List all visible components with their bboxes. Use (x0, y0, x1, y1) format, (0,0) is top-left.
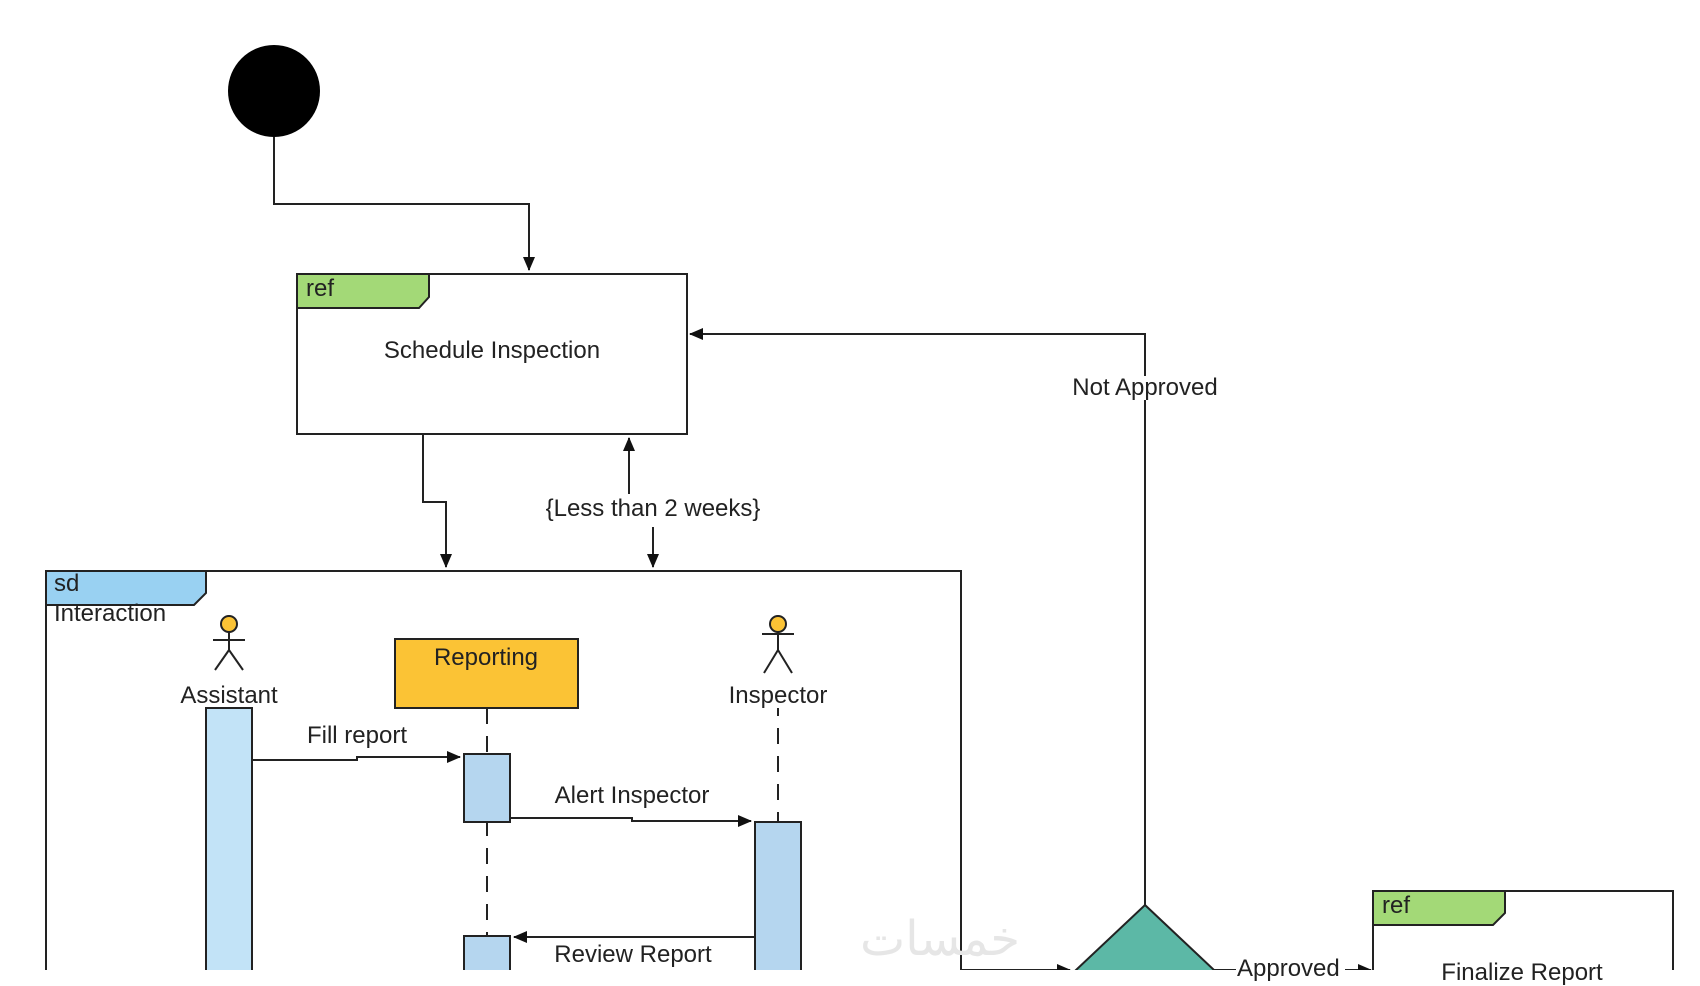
decision-node[interactable] (1074, 903, 1216, 970)
assistant-activation (205, 707, 253, 970)
finalize-ref-tag: ref (1382, 892, 1411, 919)
finalize-report-title: Finalize Report (1441, 959, 1603, 986)
assistant-actor-icon (213, 615, 245, 671)
message-alert-inspector (510, 815, 752, 827)
reporting-lifeline-box[interactable] (394, 638, 579, 709)
flow-schedule-to-interaction (422, 434, 452, 568)
finalize-report-frame[interactable] (1372, 890, 1674, 970)
interaction-name: Interaction (54, 600, 167, 627)
reporting-activation-2 (463, 935, 511, 970)
initial-node (228, 45, 320, 137)
reporting-label: Reporting (433, 644, 539, 671)
review-report-label: Review Report (554, 941, 712, 968)
approved-label: Approved (1237, 955, 1340, 982)
not-approved-label: Not Approved (1070, 374, 1220, 401)
schedule-ref-tag: ref (306, 275, 335, 302)
schedule-ref-tab (296, 273, 430, 309)
reporting-activation-1 (463, 753, 511, 823)
inspector-label: Inspector (726, 682, 830, 709)
alert-inspector-label: Alert Inspector (554, 782, 710, 809)
schedule-inspection-title: Schedule Inspection (383, 337, 601, 364)
watermark: خمسات (860, 911, 1020, 967)
schedule-inspection-frame[interactable] (296, 273, 688, 435)
flow-not-approved (689, 328, 1146, 905)
assistant-label: Assistant (180, 682, 278, 709)
flow-initial-to-schedule (273, 137, 535, 271)
fill-report-label: Fill report (306, 722, 408, 749)
inspector-activation (754, 821, 802, 970)
message-fill-report (252, 751, 461, 763)
sd-tag: sd (54, 570, 80, 597)
constraint-label: {Less than 2 weeks} (543, 495, 763, 522)
inspector-actor-icon (762, 615, 794, 674)
finalize-ref-tab (1372, 890, 1506, 926)
sd-tab (45, 570, 207, 606)
